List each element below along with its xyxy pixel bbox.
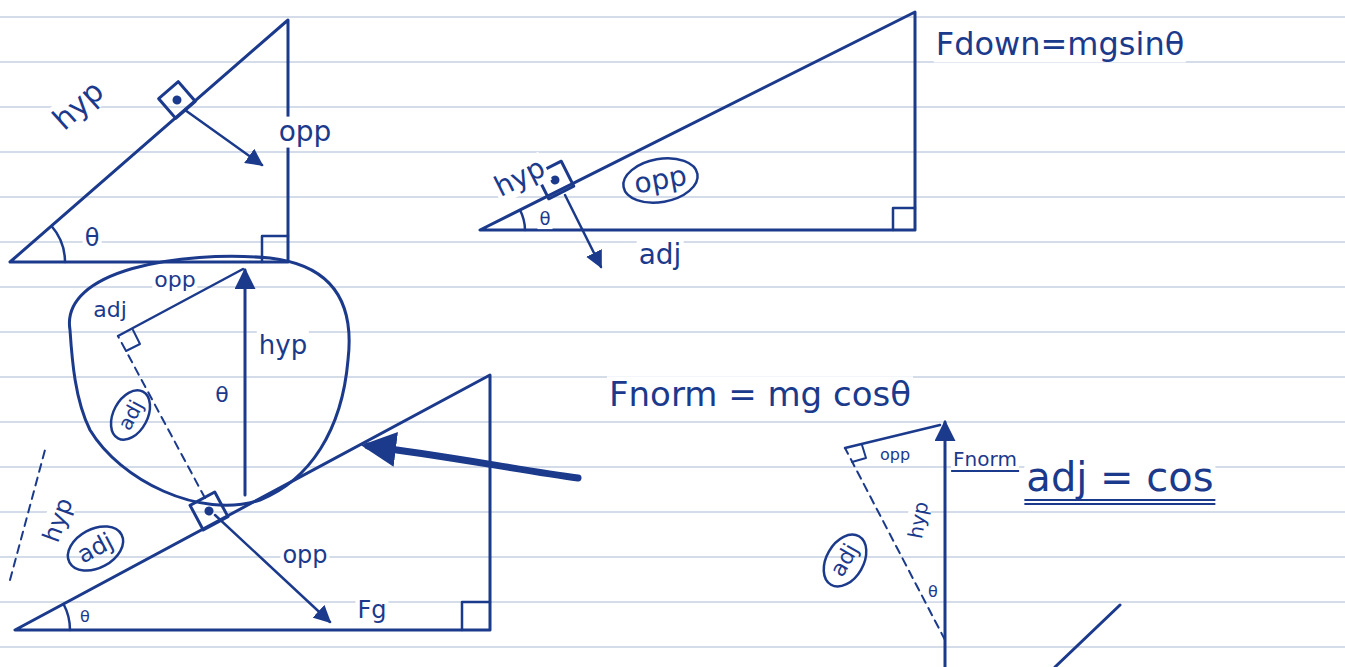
handwritten-label: θ xyxy=(926,583,940,601)
handwritten-label: hyp xyxy=(45,73,112,138)
ruled-line xyxy=(0,646,1345,648)
handwritten-label: hyp xyxy=(488,152,552,205)
circle-outline-ellipse xyxy=(103,384,158,447)
ruled-line xyxy=(0,331,1345,333)
handwritten-label: θ xyxy=(78,608,92,626)
handwritten-label: hyp xyxy=(904,498,933,542)
right-angle-mark xyxy=(852,445,866,462)
right-angle-mark xyxy=(462,602,490,630)
dashed-component xyxy=(845,448,945,640)
handwritten-label: opp xyxy=(277,117,334,148)
circled-label: opp xyxy=(631,160,688,199)
ruled-line xyxy=(0,511,1345,513)
force-arrow xyxy=(185,110,262,165)
ruled-line xyxy=(0,151,1345,153)
handwritten-label: opp xyxy=(878,446,912,464)
dashed-line xyxy=(10,450,45,580)
handwritten-label: adj xyxy=(637,240,684,271)
block-dot xyxy=(551,176,559,184)
ruled-line xyxy=(0,421,1345,423)
circled-word: adj xyxy=(812,524,878,596)
block xyxy=(190,492,228,530)
ruled-line xyxy=(0,106,1345,108)
angle-arc xyxy=(64,604,71,630)
region-label: θ xyxy=(213,383,230,407)
ruled-line xyxy=(0,601,1345,603)
handwritten-label: Fnorm = mg cosθ xyxy=(607,376,913,413)
handwritten-label: Fg xyxy=(355,597,388,623)
ruled-line xyxy=(0,196,1345,198)
pointer-arrow xyxy=(368,446,578,478)
circle-outline-ellipse xyxy=(619,152,700,207)
block-square xyxy=(190,492,228,530)
block-dot xyxy=(205,507,213,515)
incline-triangle xyxy=(10,20,288,262)
region-label: adj xyxy=(91,298,129,322)
handwritten-label: hyp xyxy=(37,493,78,548)
block-dot xyxy=(173,96,181,104)
force-arrow xyxy=(565,195,601,267)
right-angle-mark xyxy=(893,208,915,230)
incline-triangle xyxy=(480,12,915,230)
circled-word: adj xyxy=(100,381,160,449)
region-label: opp xyxy=(152,268,197,292)
ruled-line xyxy=(0,16,1345,18)
circle-outline-ellipse xyxy=(60,517,130,579)
circled-word: opp xyxy=(617,150,703,210)
ruled-lines xyxy=(0,17,1345,647)
region-label: hyp xyxy=(257,331,309,360)
ruled-line xyxy=(0,286,1345,288)
handwritten-label: Fdown=mgsinθ xyxy=(934,27,1186,62)
handwritten-label: Fnorm xyxy=(951,448,1019,472)
zoom-region: adjopphypθadj xyxy=(55,258,365,528)
pen-stroke xyxy=(1055,605,1120,667)
gravity-arrow xyxy=(215,515,330,622)
handwritten-label: θ xyxy=(83,225,102,251)
opp-component xyxy=(845,425,940,448)
angle-arc xyxy=(52,226,66,262)
normal-force-arrow xyxy=(944,422,947,667)
figures xyxy=(10,12,1120,667)
ruled-line xyxy=(0,556,1345,558)
right-angle-mark xyxy=(126,330,140,351)
handwritten-label: θ xyxy=(537,209,552,229)
handwritten-label: adj = cos xyxy=(1024,455,1215,505)
angle-arc xyxy=(520,210,525,230)
handwritten-label: opp xyxy=(280,542,329,568)
region-outline-path xyxy=(69,256,349,505)
hyp-force-arrow xyxy=(244,270,247,495)
circle-outline-ellipse xyxy=(815,527,875,594)
